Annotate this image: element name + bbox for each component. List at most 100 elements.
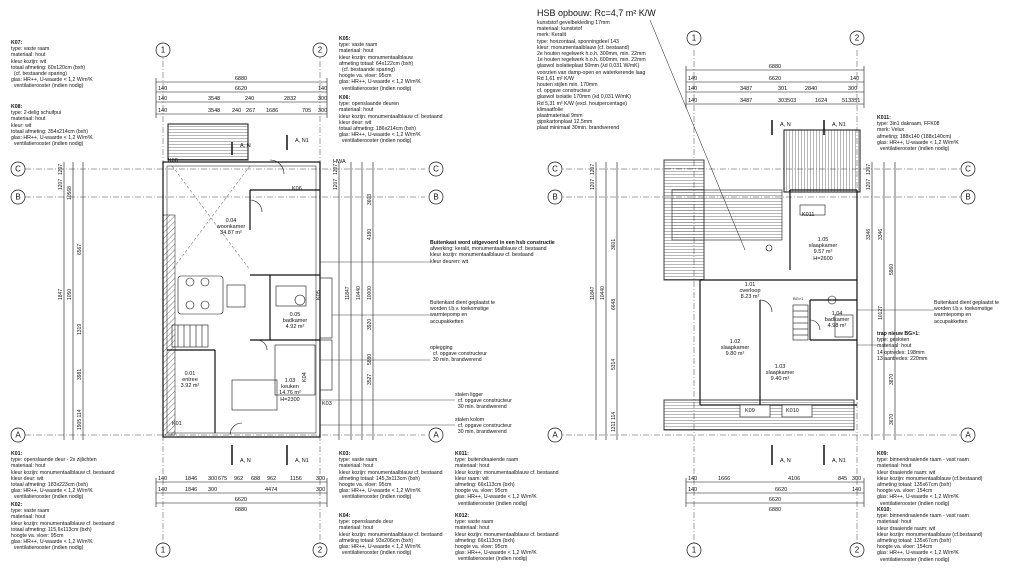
grid-bubble	[428, 161, 444, 177]
note-line: cf. opgave constructeur	[455, 398, 512, 405]
plan-label: 240	[232, 108, 241, 114]
plan-label: 1.04	[832, 311, 843, 317]
plan-label: 9.80 m²	[726, 351, 745, 357]
plan-label: 6620	[769, 497, 781, 503]
plan-label: 140	[158, 108, 167, 114]
note-line: type: vaste raam	[11, 508, 50, 515]
note-line: glas: HR++, U-waarde < 1,2 W/m²K	[339, 488, 421, 495]
plan-label: 0.05	[290, 312, 301, 318]
plan-label: 10000	[367, 286, 373, 300]
hsb-line: glaswol isolatie 170mm (λd 0,031 W/mK)	[537, 94, 631, 101]
note-line: Buitenkast dient geplaatst te	[430, 300, 496, 306]
note-line: kleur kozijn: monumentaalblauw (cf.besta…	[877, 475, 983, 482]
plan-label: HWA	[333, 159, 346, 165]
plan-label: 1207	[333, 179, 339, 190]
hsb-line: materiaal: kunststof	[537, 26, 582, 33]
note-line: glas: HR++, U-waarde < 1,2 W/m²K	[339, 132, 421, 139]
plan-label: 3527	[367, 374, 373, 385]
plan-label: 2840	[805, 86, 817, 92]
note-line: kleur kozijn: monumentaalblauw cf. besta…	[339, 113, 443, 120]
plan-label: 1207	[590, 179, 596, 190]
note-line: stalen kolom	[455, 417, 485, 423]
grid-bubble	[960, 161, 976, 177]
grid-bubble-label: 1	[692, 546, 697, 555]
note-line: kleur kozijn: monumentaalblauw cf. besta…	[339, 469, 443, 476]
stair-left	[171, 324, 209, 348]
grid-bubble	[312, 42, 328, 58]
plan-label: 140	[158, 476, 167, 482]
note-line: cf. opgave constructeur	[455, 423, 512, 430]
note-line: glas: HR++, U-waarde < 1,2 W/m²K	[877, 139, 959, 146]
plan-label: 675	[218, 476, 227, 482]
plan-label: 140	[318, 86, 327, 92]
grid-bubble-label: B	[433, 193, 438, 202]
grid-bubble-label: B	[552, 193, 557, 202]
note-line: type: gesloten	[877, 337, 910, 344]
note-line: glas: HR++, U-waarde < 1,2 W/m²K	[339, 544, 421, 551]
note-line: glas: HR++, U-waarde < 1,2 W/m²K	[11, 135, 93, 142]
hsb-line: houten stijlen min. 170mm	[537, 82, 598, 89]
plan-label: 9.57 m²	[814, 249, 833, 255]
note-line: accupakketten	[430, 318, 464, 325]
note-line: hoogte va. vloer: 95cm	[339, 73, 392, 80]
note-line: warmtepomp en	[934, 312, 972, 319]
note-title: K04:	[339, 513, 351, 519]
grid-bubble	[547, 189, 563, 205]
note-line: type: vaste raam	[339, 457, 378, 464]
note-line: type: openslaande deur - 2x zijlichten	[11, 457, 97, 464]
note-line: afmeting totaal: 135x67cm (bxh)	[877, 482, 952, 489]
grid-bubble	[960, 427, 976, 443]
plan-label: 300	[318, 108, 327, 114]
note-line: worden t.b.v. toekomstige	[934, 306, 993, 313]
plan-label: 140	[158, 86, 167, 92]
note-line: type: vaste raam	[339, 42, 378, 49]
note-line: afmeting totaal: 135x67cm (bxh)	[877, 538, 952, 545]
plan-label: 140	[688, 98, 697, 104]
grid-bubble	[686, 542, 702, 558]
note-line: kleur raam: wit	[455, 475, 489, 482]
plan-label: 513351	[842, 98, 860, 104]
note-line: 30 min. brandwerend	[455, 404, 507, 411]
note-line: type: binnendraaiende raam - vast raam	[877, 457, 969, 464]
plan-label: 34.87 m²	[220, 230, 242, 236]
grid-bubble-label: 1	[161, 546, 166, 555]
note-line: Buitenkast dient geplaatst te	[934, 300, 1000, 306]
plan-label: badkamer	[825, 317, 850, 323]
note-line: hoogte va. vloer: 154cm	[877, 544, 933, 551]
plan-label: 3487	[740, 98, 752, 104]
note-line: ventilatierooster (indien nodig)	[877, 146, 950, 153]
note-line: ventilatierooster (indien nodig)	[11, 494, 84, 501]
note-line: kleur kozijn: wit	[11, 58, 47, 65]
note-line: glas: HR++, U-waarde < 1,2 W/m²K	[11, 539, 93, 546]
plan-label: 1207	[58, 179, 64, 190]
note-title: K011:	[455, 451, 469, 457]
note-kolom: stalen kolom cf. opgave constructeur 30 …	[455, 417, 512, 436]
note-line: kleur kozijn: monumentaalblauw (cf.besta…	[877, 531, 983, 538]
note-k09: K09:type: binnendraaiende raam - vast ra…	[877, 451, 983, 507]
note-title: trap nieuw BG>1:	[877, 331, 920, 337]
plan-label: 140	[688, 76, 697, 82]
note-line: ventilatierooster (indien nodig)	[339, 494, 412, 501]
note-line: totaal afmeting: 183x223cm (bxh)	[11, 482, 88, 489]
plan-label: K03	[322, 401, 332, 407]
plan-label: 267	[246, 108, 255, 114]
plan-label: 1050	[67, 289, 73, 300]
note-line: kleur kozijn: monumentaalblauw cf. besta…	[339, 531, 443, 538]
note-line: materiaal: hout	[339, 48, 374, 55]
plan-label: 3548	[208, 96, 220, 102]
note-line: materiaal: hout	[877, 343, 912, 350]
plan-label: 6648	[611, 299, 617, 310]
grid-bubble	[686, 30, 702, 46]
plan-label: 6880	[769, 507, 781, 513]
grid-bubble-label: A	[433, 431, 439, 440]
plan-label: 1905 114	[77, 409, 83, 430]
note-line: glas: HR++, U-waarde < 1,2 W/m²K	[455, 494, 537, 501]
dims-bottom-right	[685, 478, 865, 507]
note-line: kleur kozijn: monumentaalblauw cf. besta…	[430, 252, 534, 259]
plan-label: 1624	[815, 98, 827, 104]
plan-label: 300	[318, 96, 327, 102]
dims-top-right	[685, 66, 865, 108]
